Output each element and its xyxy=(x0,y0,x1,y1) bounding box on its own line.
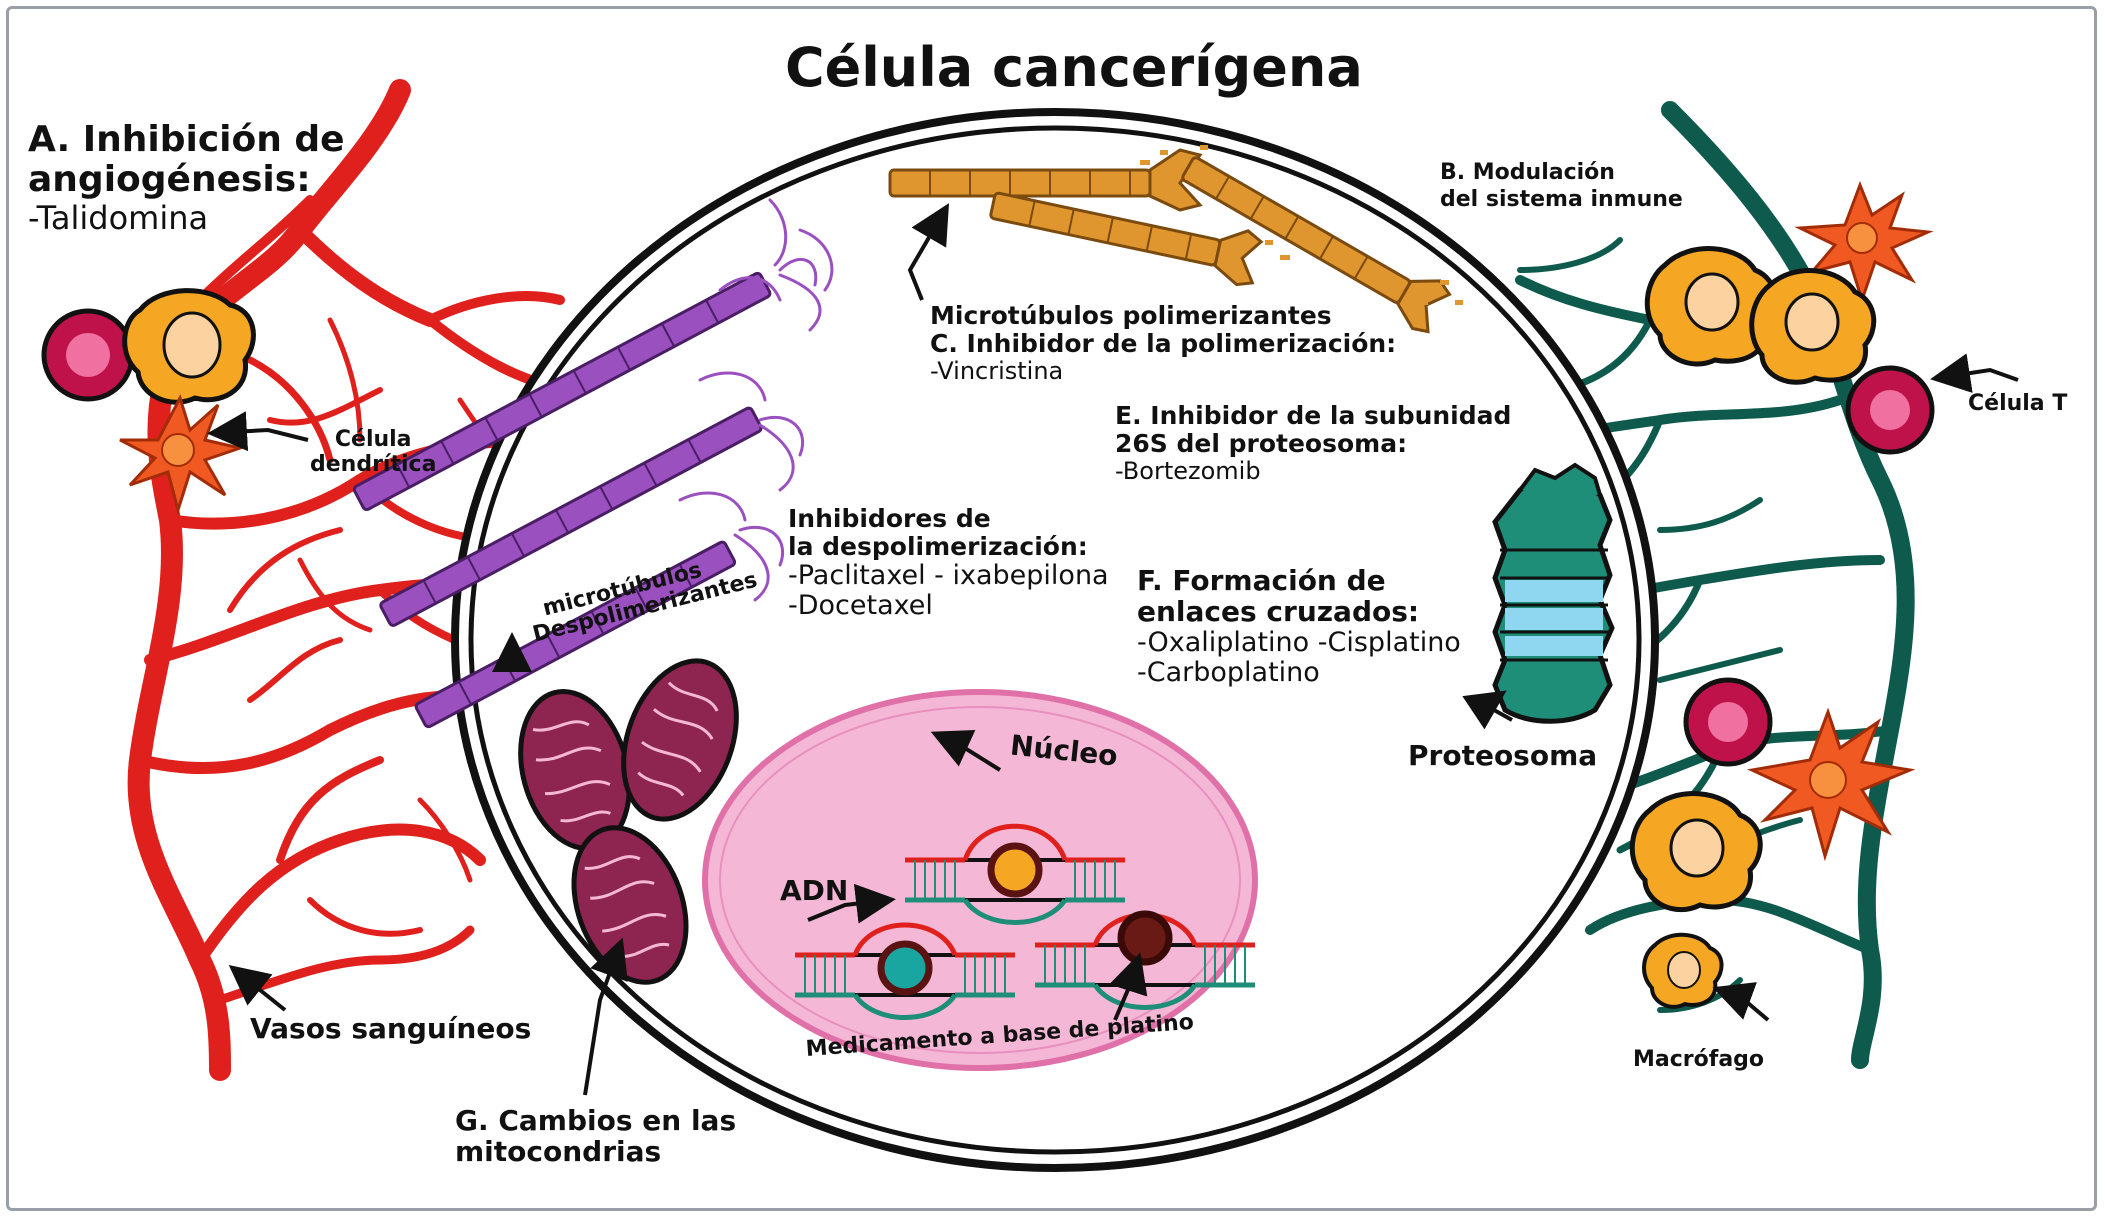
section-c-heading: C. Inhibidor de la polimerización: xyxy=(930,329,1397,358)
section-a-heading-2: angiogénesis: xyxy=(28,159,311,201)
section-c-label: Microtúbulos polimerizantes C. Inhibidor… xyxy=(930,302,1396,385)
section-f-heading-1: F. Formación de xyxy=(1137,564,1386,597)
section-a-drug: -Talidomina xyxy=(28,198,209,237)
dna-strand-2 xyxy=(795,922,1015,1020)
section-g-label: G. Cambios en las mitocondrias xyxy=(455,1105,736,1168)
section-e-label: E. Inhibidor de la subunidad 26S del pro… xyxy=(1115,402,1511,485)
right-macrophage-3 xyxy=(1629,791,1763,913)
right-t-cell xyxy=(1845,365,1935,455)
dendritic-label-1: Célula xyxy=(334,427,412,452)
section-a-label: A. Inhibición de angiogénesis: -Talidomi… xyxy=(28,119,345,237)
left-dendritic-cell xyxy=(119,394,246,516)
diagram-title: Célula cancerígena xyxy=(785,36,1363,99)
cell-membrane-inner xyxy=(468,125,1642,1155)
section-a-heading-1: A. Inhibición de xyxy=(28,119,345,160)
depolymerizing-microtubules xyxy=(352,198,834,729)
dna-strand-1 xyxy=(905,823,1125,925)
section-d-heading-2: la despolimerización: xyxy=(788,532,1088,561)
proteasome xyxy=(1492,462,1615,724)
right-macrophage-2 xyxy=(1749,268,1877,385)
left-t-cell xyxy=(41,308,135,402)
right-t-cell-lower xyxy=(1683,677,1773,767)
blood-vessels-label: Vasos sanguíneos xyxy=(250,1012,532,1045)
pointer-arrows xyxy=(207,203,2019,1096)
t-cell-label: Célula T xyxy=(1968,391,2068,416)
right-dendritic-cell-lower xyxy=(1747,707,1916,862)
dendritic-cell-label: Célula dendrítica xyxy=(310,427,437,477)
dendritic-label-2: dendrítica xyxy=(310,451,437,477)
section-d-heading-1: Inhibidores de xyxy=(788,504,991,533)
section-d-label: Inhibidores de la despolimerización: -Pa… xyxy=(788,505,1109,621)
section-f-drug-1: -Oxaliplatino -Cisplatino xyxy=(1137,626,1461,658)
section-d-drug-2: -Docetaxel xyxy=(788,590,933,622)
proteasome-label: Proteosoma xyxy=(1408,739,1598,772)
section-e-heading-2: 26S del proteosoma: xyxy=(1115,429,1408,458)
section-d-drug-1: -Paclitaxel - ixabepilona xyxy=(788,560,1109,591)
mitochondria xyxy=(518,658,739,985)
section-e-heading-1: E. Inhibidor de la subunidad xyxy=(1115,401,1512,430)
left-macrophage xyxy=(122,288,256,405)
section-c-drug: -Vincristina xyxy=(930,357,1064,385)
section-f-label: F. Formación de enlaces cruzados: -Oxali… xyxy=(1137,565,1461,688)
section-b-heading-2: del sistema inmune xyxy=(1440,186,1683,212)
dna-label: ADN xyxy=(780,874,849,907)
right-dendritic-cell-top xyxy=(1794,180,1934,305)
polymerizing-microtubules-label: Microtúbulos polimerizantes xyxy=(930,301,1332,330)
section-b-heading-1: B. Modulación xyxy=(1440,160,1615,185)
macrophage-label: Macrófago xyxy=(1633,1047,1765,1072)
section-f-drug-2: -Carboplatino xyxy=(1137,656,1320,688)
section-g-heading-1: G. Cambios en las xyxy=(455,1104,737,1137)
right-macrophage-4 xyxy=(1642,932,1724,1009)
section-g-heading-2: mitocondrias xyxy=(455,1135,662,1169)
section-b-label: B. Modulación del sistema inmune xyxy=(1440,160,1683,214)
polymerizing-microtubules xyxy=(888,145,1463,334)
right-macrophage-1 xyxy=(1644,246,1778,367)
section-e-drug: -Bortezomib xyxy=(1115,457,1261,485)
section-f-heading-2: enlaces cruzados: xyxy=(1137,595,1420,629)
